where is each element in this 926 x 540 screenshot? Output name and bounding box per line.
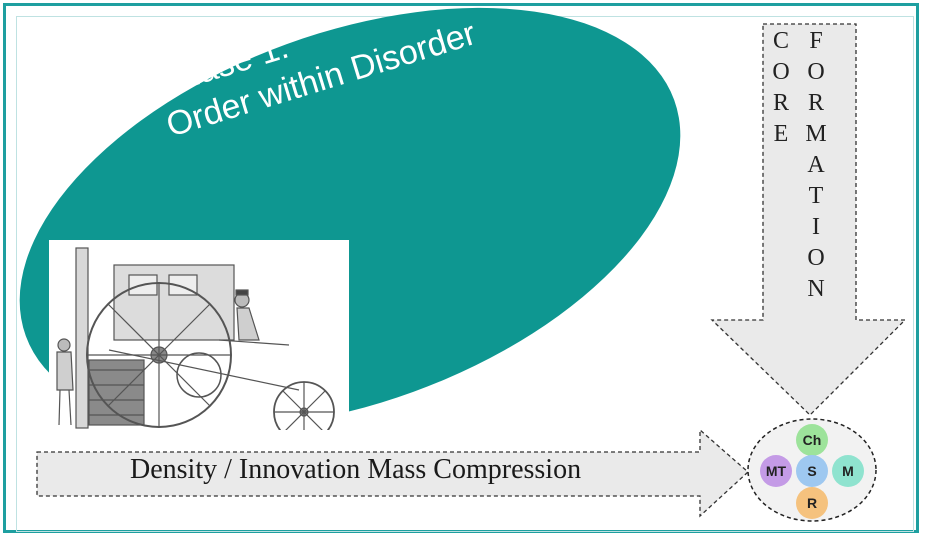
core-letter: R (772, 90, 789, 116)
node-s: S (796, 455, 828, 487)
core-label: C O R E (770, 26, 792, 150)
core-letter: C (772, 28, 789, 54)
formation-label: F O R M A T I O N (805, 26, 827, 305)
density-arrow (36, 428, 749, 518)
formation-letter: T (808, 183, 824, 209)
formation-letter: F (809, 28, 823, 54)
core-letter: E (773, 121, 789, 147)
formation-letter: O (807, 59, 825, 85)
formation-letter: R (807, 90, 824, 116)
formation-letter: A (807, 152, 825, 178)
formation-letter: O (807, 245, 825, 271)
formation-letter: I (812, 214, 820, 240)
steam-carriage-illustration (49, 240, 349, 443)
node-ch: Ch (796, 424, 828, 456)
core-letter: O (772, 59, 790, 85)
formation-letter: N (807, 276, 825, 302)
node-m: M (832, 455, 864, 487)
density-label: Density / Innovation Mass Compression (130, 454, 582, 485)
node-r: R (796, 487, 828, 519)
node-mt: MT (760, 455, 792, 487)
formation-letter: M (805, 121, 827, 147)
core-formation-arrow (710, 23, 907, 416)
